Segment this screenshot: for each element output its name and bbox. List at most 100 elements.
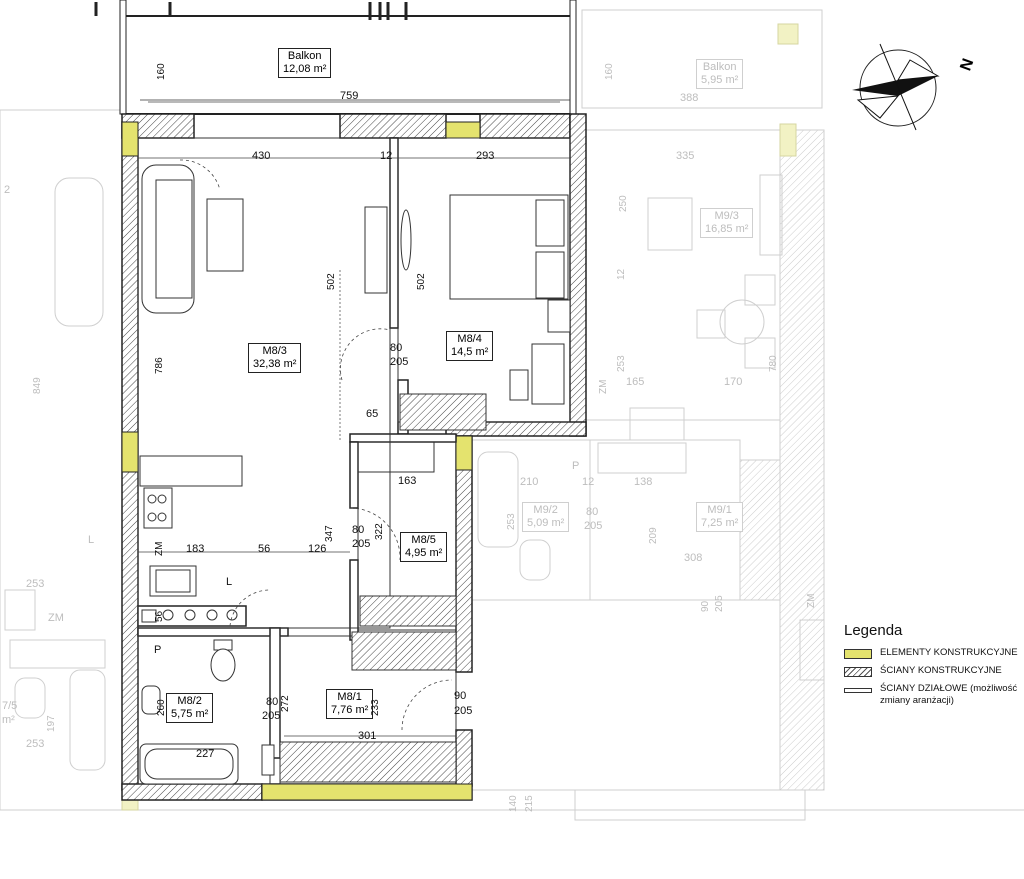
dim-text: 160	[156, 63, 167, 80]
dim-text: 227	[196, 748, 215, 760]
dim-text: 12	[582, 476, 595, 488]
dim-text: 160	[604, 63, 615, 80]
legend-label: ELEMENTY KONSTRUKCYJNE	[880, 647, 1018, 658]
dim-text: 80	[390, 342, 403, 354]
room-name: Balkon	[702, 61, 737, 73]
room-name: Balkon	[287, 50, 322, 62]
room-name: M8/1	[337, 691, 362, 703]
p-marker: P	[572, 460, 580, 472]
structural-elements-yellow	[121, 121, 481, 801]
dim-text: 335	[676, 150, 695, 162]
room-m9-1-label: M9/1 7,25 m²	[696, 502, 744, 532]
dim-text: 502	[326, 273, 337, 290]
room-ghost-left-area: m²	[2, 714, 15, 726]
room-name: M8/4	[457, 333, 482, 345]
dim-text: 205	[714, 595, 725, 612]
dim-text: 12	[616, 268, 627, 280]
dim-text: 260	[156, 699, 167, 716]
dim-text: 90	[454, 690, 467, 702]
dim-text: 56	[258, 543, 271, 555]
room-name: M9/1	[707, 504, 732, 516]
zm-marker: ZM	[806, 593, 817, 608]
dim-text: 308	[684, 552, 703, 564]
zm-marker: ZM	[154, 541, 165, 556]
dim-text: 210	[520, 476, 539, 488]
room-area: 5,95 m²	[701, 74, 739, 86]
room-area: 5,75 m²	[171, 708, 209, 720]
furniture	[139, 164, 571, 785]
dim-text: 80	[586, 506, 599, 518]
legend: Legenda ELEMENTY KONSTRUKCYJNE ŚCIANY KO…	[844, 622, 1020, 713]
room-m8-2-label: M8/2 5,75 m²	[166, 693, 214, 723]
room-area: 5,09 m²	[527, 517, 565, 529]
dim-text: 272	[280, 695, 291, 712]
legend-swatch-thin	[844, 688, 872, 693]
room-name: M8/5	[411, 534, 436, 546]
room-area: 14,5 m²	[451, 346, 489, 358]
dim-text: 205	[262, 710, 281, 722]
dim-text: 80	[266, 696, 279, 708]
dim-text: 138	[634, 476, 653, 488]
dim-text: 786	[154, 357, 165, 374]
room-area: 4,95 m²	[405, 547, 443, 559]
dim-text: 197	[46, 715, 57, 732]
legend-item-partition-walls: ŚCIANY DZIAŁOWE (możliwość zmiany aranża…	[844, 683, 1020, 707]
dim-text: 430	[252, 150, 271, 162]
room-m8-1-label: M8/1 7,76 m²	[326, 689, 374, 719]
dim-text: 347	[324, 525, 335, 542]
dim-text: 759	[340, 90, 359, 102]
balcony-main	[94, 0, 577, 115]
dim-text: 253	[506, 513, 517, 530]
room-name: M9/3	[714, 210, 739, 222]
zm-marker: ZM	[48, 612, 64, 624]
room-m8-5-label: M8/5 4,95 m²	[400, 532, 448, 562]
dim-text: 388	[680, 92, 699, 104]
dim-text: 780	[768, 355, 779, 372]
room-balkon-label: Balkon 12,08 m²	[278, 48, 332, 78]
dim-text: 205	[390, 356, 409, 368]
dim-text: 253	[26, 738, 45, 750]
legend-label: ŚCIANY KONSTRUKCYJNE	[880, 665, 1002, 676]
legend-title: Legenda	[844, 622, 903, 639]
dim-text: 56	[154, 610, 165, 622]
dim-text: 165	[626, 376, 645, 388]
room-area: 32,38 m²	[253, 358, 297, 370]
dim-text: 140	[508, 795, 519, 812]
dim-text: 205	[454, 705, 473, 717]
dim-text: 502	[416, 273, 427, 290]
p-marker: P	[154, 644, 162, 656]
dim-text: 253	[26, 578, 45, 590]
room-m9-2-label: M9/2 5,09 m²	[522, 502, 570, 532]
dim-text: 12	[380, 150, 393, 162]
dim-text: 2	[4, 184, 11, 196]
room-name: M9/2	[533, 504, 558, 516]
room-area: 7,25 m²	[701, 517, 739, 529]
l-marker: L	[88, 534, 95, 546]
legend-swatch-yellow	[844, 649, 872, 659]
room-area: 7,76 m²	[331, 704, 369, 716]
legend-swatch-hatched	[844, 667, 872, 677]
legend-label: ŚCIANY DZIAŁOWE (możliwość zmiany aranża…	[880, 683, 1018, 706]
dim-text: 293	[476, 150, 495, 162]
room-m9-3-label: M9/3 16,85 m²	[700, 208, 754, 238]
dim-text: 322	[374, 523, 385, 540]
dim-text: 170	[724, 376, 743, 388]
dim-text: 215	[524, 795, 535, 812]
legend-item-structural-elements: ELEMENTY KONSTRUKCYJNE	[844, 647, 1020, 659]
dim-text: 253	[616, 355, 627, 372]
zm-marker: ZM	[598, 379, 609, 394]
dim-text: 250	[618, 195, 629, 212]
room-area: 12,08 m²	[283, 63, 327, 75]
room-balkon-ghost-label: Balkon 5,95 m²	[696, 59, 744, 89]
dim-text: 163	[398, 475, 417, 487]
compass-rose	[852, 43, 940, 131]
room-ghost-left-name: 7/5	[2, 700, 18, 712]
room-m8-4-label: M8/4 14,5 m²	[446, 331, 494, 361]
room-area: 16,85 m²	[705, 223, 749, 235]
room-name: M8/3	[262, 345, 287, 357]
room-name: M8/2	[177, 695, 202, 707]
room-m8-3-label: M8/3 32,38 m²	[248, 343, 302, 373]
dim-text: 183	[186, 543, 205, 555]
legend-item-structural-walls: ŚCIANY KONSTRUKCYJNE	[844, 665, 1020, 677]
